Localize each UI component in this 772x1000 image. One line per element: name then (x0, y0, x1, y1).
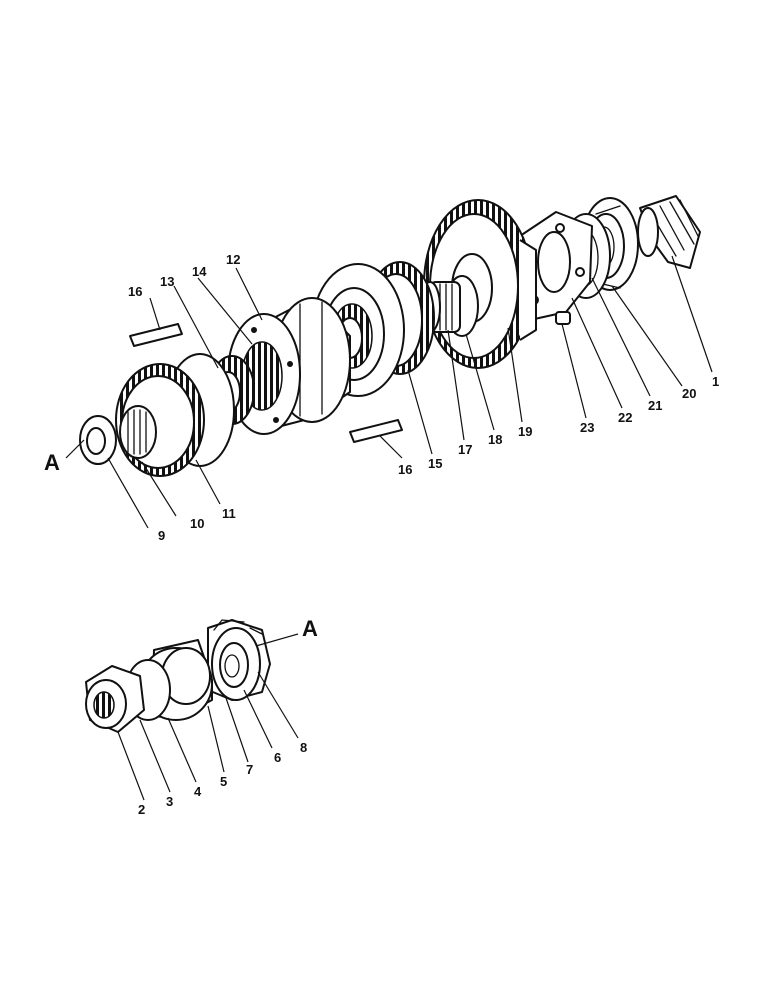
part-1-pinion-end (637, 195, 701, 269)
part-16-key-upper (129, 323, 183, 347)
callout-1: 1 (712, 374, 719, 389)
callout-17: 17 (458, 442, 472, 457)
callout-19: 19 (518, 424, 532, 439)
callout-2: 2 (138, 802, 145, 817)
callout-11: 11 (222, 506, 236, 521)
part-16-key-lower (349, 419, 403, 443)
reference-mark-a-lower: A (302, 616, 318, 641)
lower-nut-assembly (85, 619, 271, 733)
callout-4: 4 (194, 784, 202, 799)
callout-15: 15 (428, 456, 442, 471)
callout-3: 3 (166, 794, 173, 809)
part-10-gear (115, 363, 205, 477)
callout-16-upper: 16 (128, 284, 142, 299)
callout-5: 5 (220, 774, 227, 789)
callout-18: 18 (488, 432, 502, 447)
callout-22: 22 (618, 410, 632, 425)
callout-8: 8 (300, 740, 307, 755)
callout-7: 7 (246, 762, 253, 777)
part-6-7-washers (211, 627, 261, 701)
upper-shaft-assembly (79, 195, 701, 477)
callout-6: 6 (274, 750, 281, 765)
callout-21: 21 (648, 398, 662, 413)
reference-mark-a-upper: A (44, 450, 60, 475)
callout-12: 12 (226, 252, 240, 267)
part-9-washer (79, 415, 117, 465)
callout-23: 23 (580, 420, 594, 435)
callout-labels: 1 20 21 22 23 19 18 17 15 16 16 13 14 12… (44, 252, 719, 817)
callout-10: 10 (190, 516, 204, 531)
callout-14: 14 (192, 264, 207, 279)
part-2-hex-nut (85, 665, 145, 733)
callout-16-lower: 16 (398, 462, 412, 477)
leader-lines (65, 255, 713, 801)
callout-9: 9 (158, 528, 165, 543)
callout-20: 20 (682, 386, 696, 401)
callout-13: 13 (160, 274, 174, 289)
